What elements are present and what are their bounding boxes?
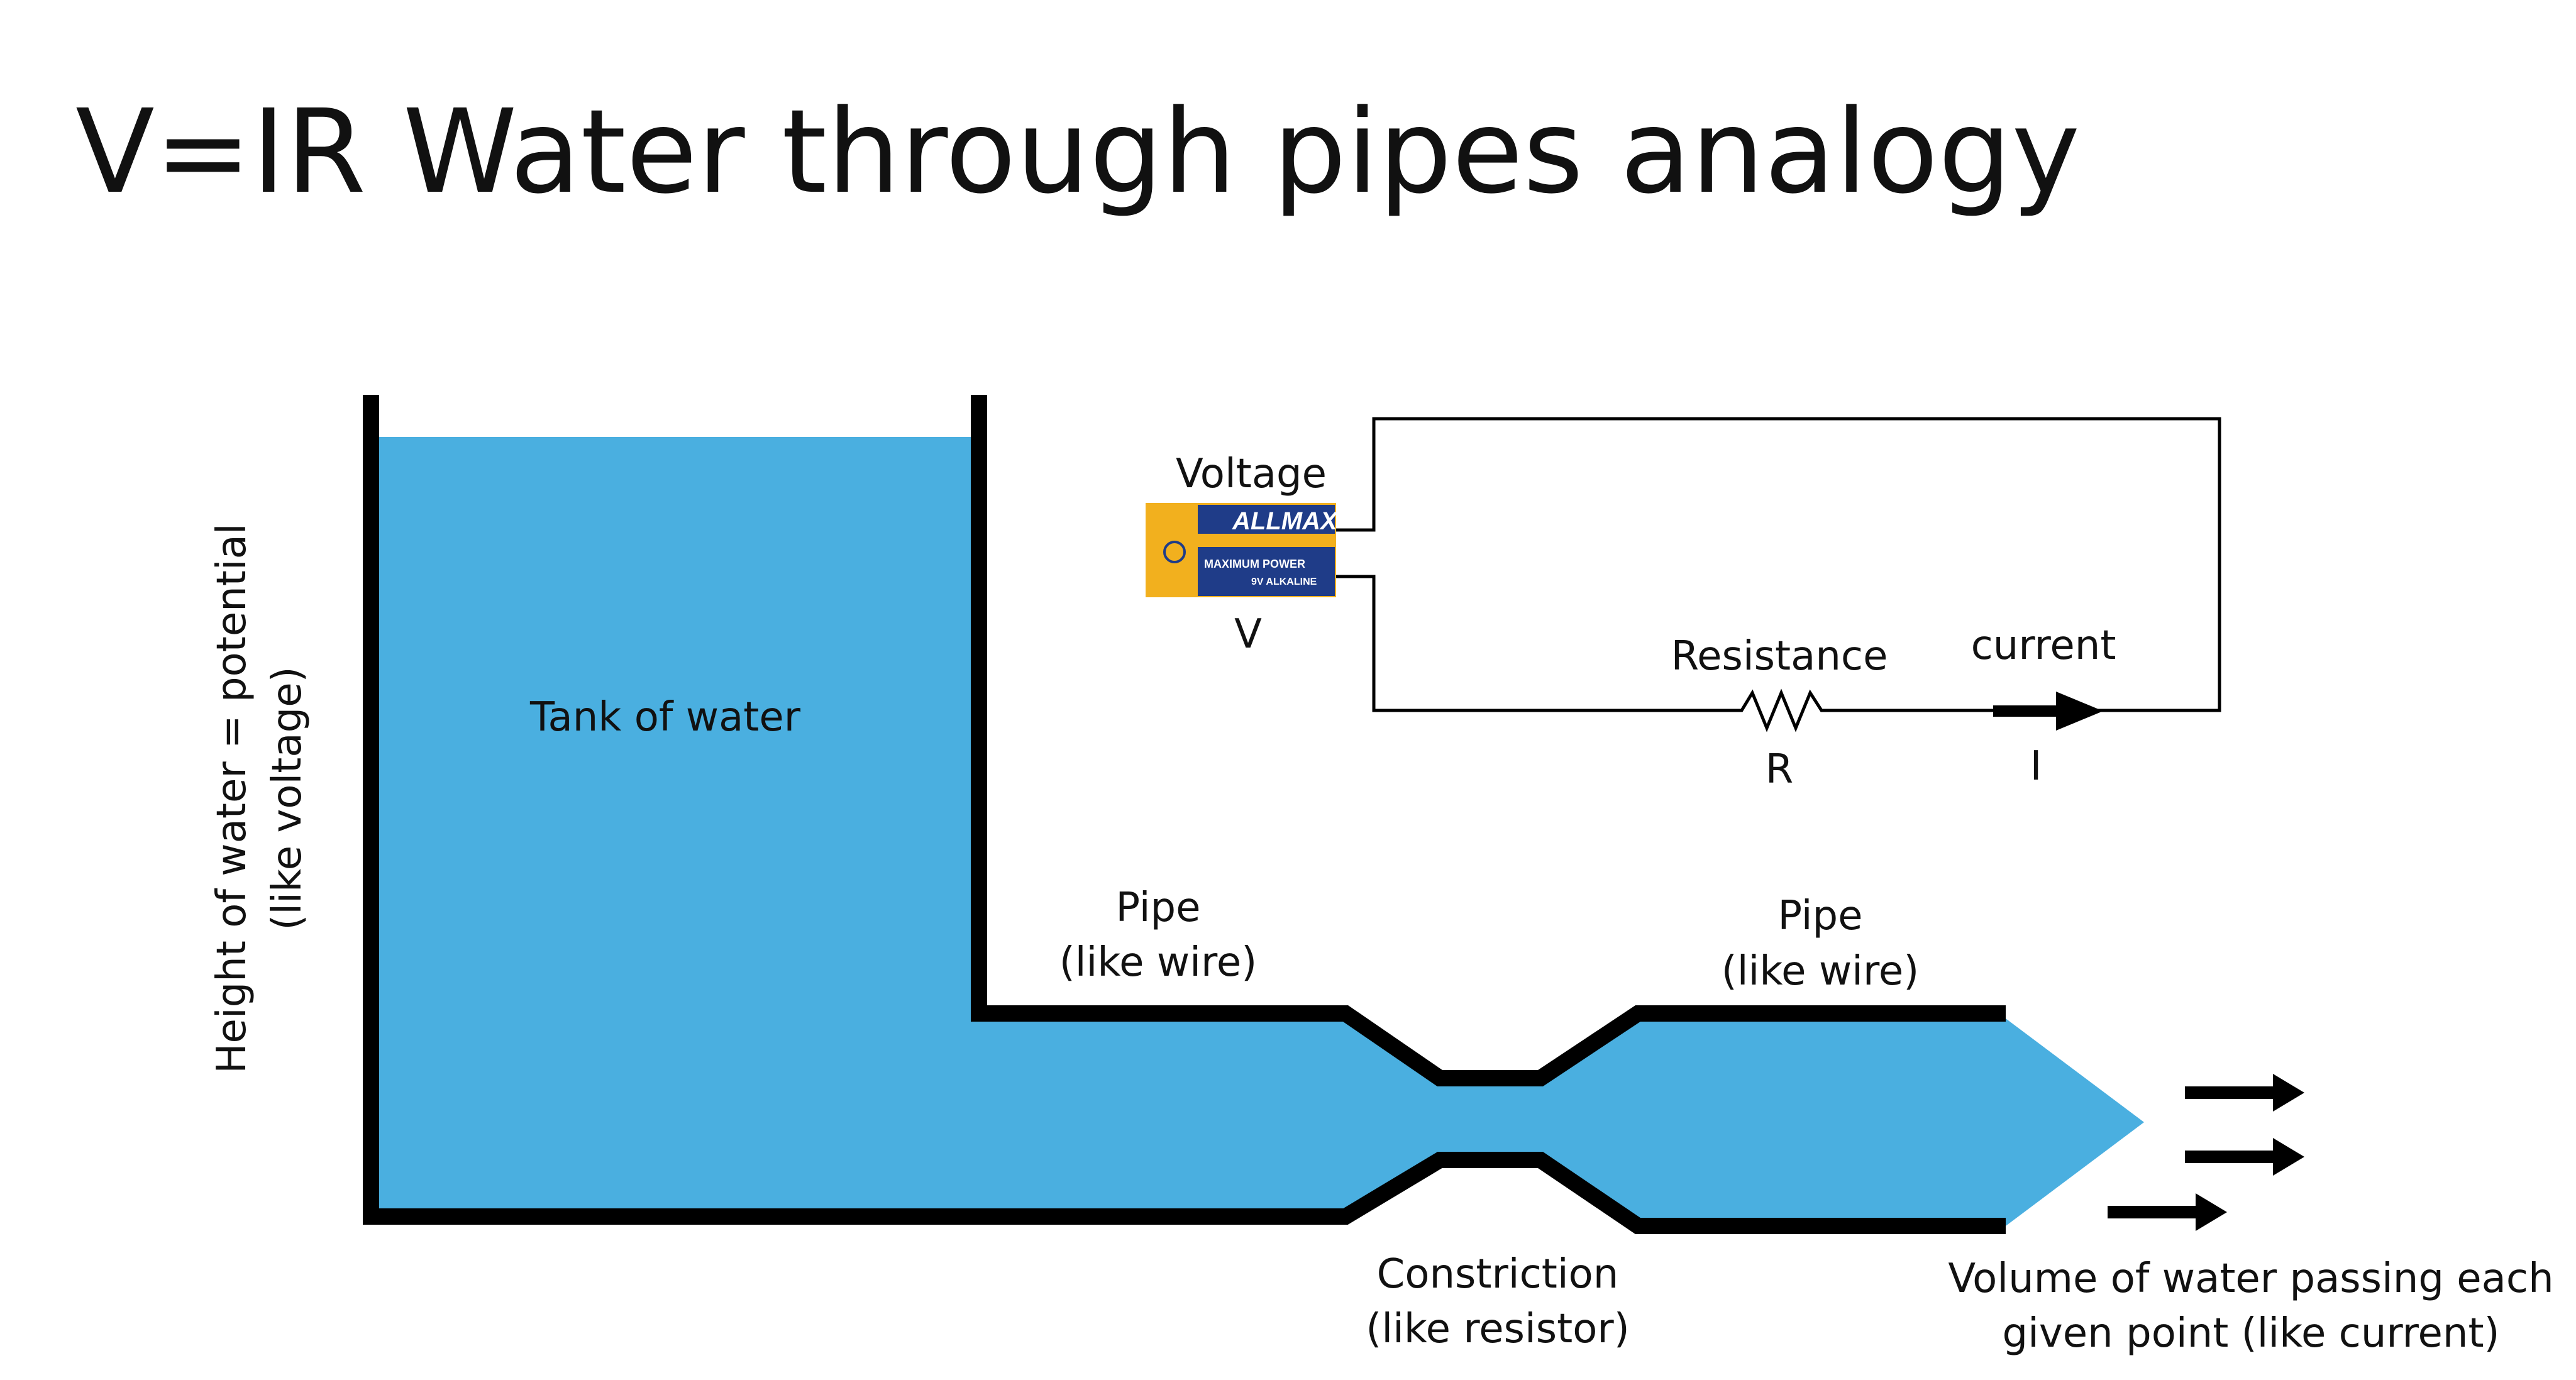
circuit-wire-bottom [1336,575,1732,712]
battery-lower-band [1198,547,1335,596]
slide-title: V=IR Water through pipes analogy [75,85,2080,219]
height-label-line2: (like voltage) [264,666,311,930]
height-label-line1: Height of water = potential [209,523,255,1073]
volume-label-line1: Volume of water passing each [1948,1256,2553,1302]
resistance-label: Resistance [1671,633,1888,680]
flow-arrow-bottom [2108,1193,2227,1231]
circuit-wire-top [1336,417,2221,712]
voltage-label: Voltage [1176,451,1327,497]
resistance-symbol: R [1766,746,1793,793]
pipe2-label-line1: Pipe [1778,893,1863,939]
volume-label-line2: given point (like current) [2003,1310,2500,1357]
current-symbol: I [2030,743,2042,790]
battery-label-band [1198,505,1335,534]
flow-arrow-top [2185,1074,2304,1112]
tank-water [378,437,972,1212]
flow-arrows [2108,1074,2304,1231]
pipe-upper-wall [971,395,2006,1086]
water-body [378,437,2144,1226]
resistor-symbol [1732,688,2097,732]
tank-label: Tank of water [529,694,801,741]
battery-logo-icon [1163,541,1186,563]
constriction-label-line1: Constriction [1377,1251,1619,1298]
constriction-label-line2: (like resistor) [1366,1306,1629,1352]
current-label: current [1971,622,2116,669]
voltage-symbol: V [1234,611,1262,658]
battery-brand: ALLMAX [1232,507,1339,535]
current-arrow [1993,692,2103,731]
flow-arrow-middle [2185,1138,2304,1176]
pipe2-label-line2: (like wire) [1722,948,1919,995]
battery-9v: ALLMAX MAXIMUM POWER 9V ALKALINE [1146,503,1339,597]
tank-walls [363,395,2006,1234]
battery-text-2: 9V ALKALINE [1251,577,1317,587]
battery-text-1: MAXIMUM POWER [1204,558,1305,570]
height-label: Height of water = potential (like voltag… [209,523,311,1073]
circuit [1336,417,2221,732]
pipe1-label-line1: Pipe [1116,885,1201,931]
pipe-water [972,1014,2144,1226]
tank-left-wall [363,395,2006,1234]
pipe1-label-line2: (like wire) [1059,939,1257,986]
